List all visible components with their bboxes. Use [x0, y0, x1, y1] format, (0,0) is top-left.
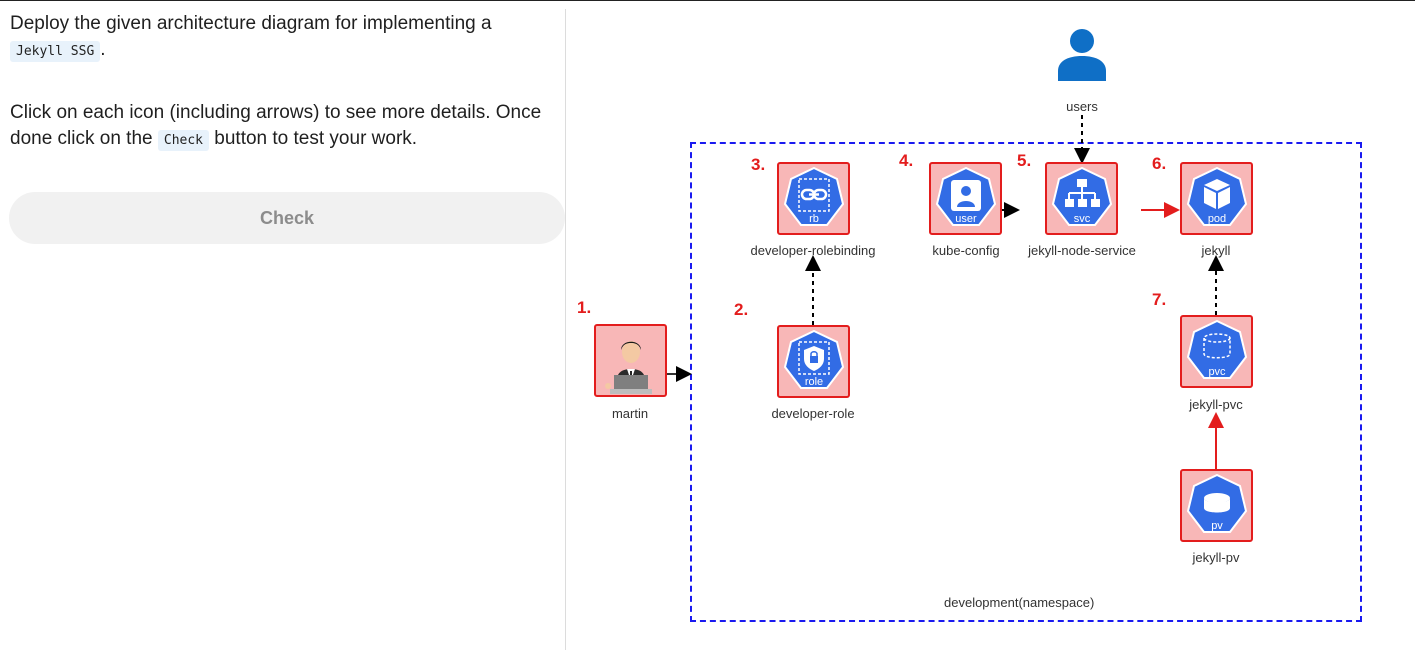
instruction-line: button to test your work. — [214, 128, 418, 149]
jekyll-pod-label: jekyll — [1201, 243, 1231, 258]
users-label: users — [1066, 99, 1098, 114]
instruction-text: Deploy the given architecture diagram fo… — [10, 11, 492, 65]
jekyll-node-service-node[interactable]: svc — [1045, 162, 1118, 235]
kube-config-node[interactable]: user — [929, 162, 1002, 235]
rolebinding-tag: rb — [809, 213, 819, 225]
jekyll-pv-node[interactable]: pv — [1180, 469, 1253, 542]
service-tag: svc — [1073, 213, 1090, 225]
step-number: 5. — [1017, 151, 1032, 170]
developer-person-icon — [604, 340, 652, 394]
role-icon: role — [783, 329, 844, 389]
step-number: 2. — [734, 300, 749, 319]
arrows-layer — [667, 115, 1224, 469]
instruction-line: Deploy the given architecture diagram fo… — [10, 13, 492, 34]
instruction-details: Click on each icon (including arrows) to… — [10, 100, 555, 154]
developer-rolebinding-node[interactable]: rb — [777, 162, 850, 235]
namespace-box[interactable] — [690, 142, 1362, 622]
jekyll-node-service-label: jekyll-node-service — [1028, 243, 1136, 258]
step-number: 6. — [1152, 154, 1167, 173]
jekyll-pvc-label: jekyll-pvc — [1189, 397, 1243, 412]
pv-tag: pv — [1211, 520, 1223, 532]
check-button[interactable]: Check — [9, 192, 565, 244]
code-check: Check — [157, 130, 210, 151]
pvc-tag: pvc — [1208, 366, 1226, 378]
pod-tag: pod — [1207, 213, 1225, 225]
role-tag: role — [804, 376, 822, 388]
pv-icon: pv — [1186, 473, 1247, 533]
service-icon: svc — [1051, 166, 1112, 226]
kubeconfig-tag: user — [955, 213, 977, 225]
developer-rolebinding-label: developer-rolebinding — [750, 243, 876, 258]
instruction-line: Click on each icon (including arrows) to… — [10, 102, 542, 149]
instruction-period: . — [100, 39, 106, 60]
architecture-diagram: development(namespace) users 1. 2. 3. 4.… — [566, 1, 1415, 650]
martin-node[interactable] — [594, 324, 667, 397]
step-number: 7. — [1152, 290, 1167, 309]
step-number: 4. — [899, 151, 914, 170]
step-number: 3. — [751, 155, 766, 174]
panel-divider — [565, 9, 566, 650]
pvc-icon: pvc — [1186, 319, 1247, 379]
kube-config-label: kube-config — [932, 243, 1000, 258]
rolebinding-icon: rb — [783, 166, 844, 226]
developer-role-label: developer-role — [771, 406, 855, 421]
users-icon[interactable] — [1056, 27, 1108, 81]
jekyll-pod-node[interactable]: pod — [1180, 162, 1253, 235]
jekyll-pvc-node[interactable]: pvc — [1180, 315, 1253, 388]
user-icon: user — [935, 166, 996, 226]
jekyll-pv-label: jekyll-pv — [1192, 550, 1240, 565]
developer-role-node[interactable]: role — [777, 325, 850, 398]
pod-icon: pod — [1186, 166, 1247, 226]
namespace-label: development(namespace) — [944, 595, 1095, 610]
instructions-panel: Deploy the given architecture diagram fo… — [0, 1, 566, 650]
step-number: 1. — [577, 298, 592, 317]
martin-label: martin — [611, 406, 649, 421]
code-jekyll-ssg: Jekyll SSG — [10, 41, 101, 62]
